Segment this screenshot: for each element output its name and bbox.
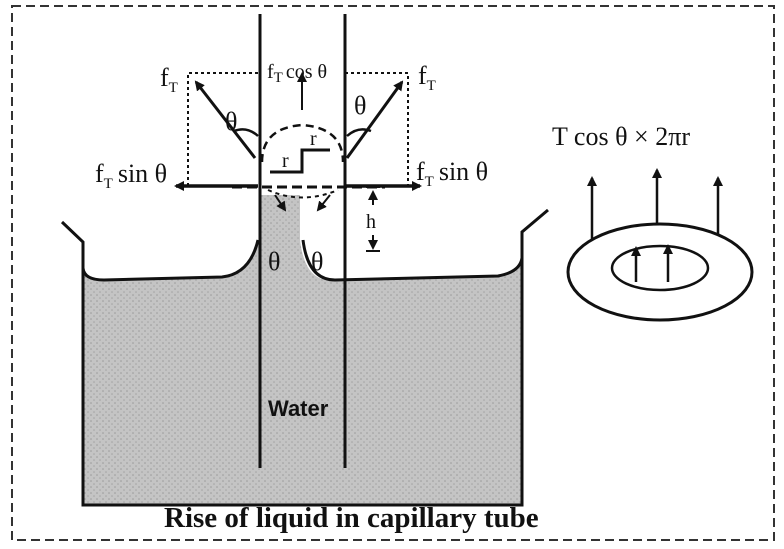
theta-label-top-right: θ bbox=[354, 91, 366, 120]
radius-marker bbox=[270, 148, 330, 174]
label-fT-right: fT bbox=[418, 61, 436, 94]
beaker-outline bbox=[60, 208, 549, 507]
label-fT-left: fT bbox=[160, 63, 178, 96]
radius-label: r bbox=[282, 150, 289, 172]
meniscus bbox=[260, 123, 345, 163]
theta-label-bottom-right: θ bbox=[311, 247, 323, 276]
meniscus-lower bbox=[267, 189, 339, 199]
meniscus-arrow-left bbox=[274, 194, 287, 212]
diagram-caption: Rise of liquid in capillary tube bbox=[164, 502, 539, 534]
angle-arc-right bbox=[346, 128, 372, 137]
water-body bbox=[83, 195, 522, 505]
height-label: h bbox=[366, 211, 376, 233]
radius-label-upper: r bbox=[310, 128, 317, 150]
tension-arrow-right bbox=[345, 80, 404, 159]
theta-label-bottom-left: θ bbox=[268, 247, 280, 276]
tension-arrow-left bbox=[194, 80, 257, 159]
ring-inner bbox=[610, 244, 710, 292]
angle-arc-left bbox=[233, 128, 259, 137]
dotted-rect-left bbox=[187, 72, 260, 186]
theta-label-top-left: θ bbox=[225, 107, 237, 136]
water-label: Water bbox=[268, 396, 329, 421]
water-surface-left bbox=[81, 239, 260, 282]
meniscus-arrow-right bbox=[316, 194, 331, 212]
water-surface-right bbox=[301, 239, 524, 282]
force-expression-label: T cos θ × 2πr bbox=[552, 122, 690, 151]
dotted-rect-right bbox=[345, 72, 409, 186]
diagram-border bbox=[11, 5, 775, 541]
